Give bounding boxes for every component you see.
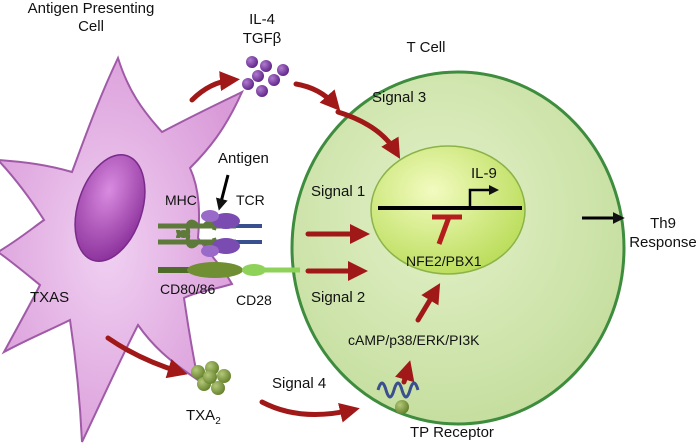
apc-to-cytokine-arrow: [189, 71, 240, 103]
txa2-label-sub: 2: [215, 416, 221, 427]
txas-label: TXAS: [30, 289, 69, 306]
tp-receptor-icon: [376, 381, 420, 414]
il9-gene: [378, 185, 522, 210]
txa2-label: TXA2: [186, 407, 221, 427]
apc-nucleus: [74, 154, 146, 262]
pathway-label: cAMP/p38/ERK/PI3K: [348, 332, 480, 348]
tcell-label: T Cell: [407, 39, 446, 56]
cytokine-label-line1: IL-4: [249, 11, 275, 28]
antigen-pointer-arrow: [215, 174, 230, 211]
pathway-to-nucleus-arrow: [415, 283, 441, 323]
apc-label-line2: Cell: [78, 18, 104, 35]
signal-arrows: [105, 71, 441, 423]
signal4-label: Signal 4: [272, 375, 326, 392]
signal4-arrow: [259, 399, 360, 423]
cd28-molecule: [242, 264, 300, 276]
tp-receptor-label: TP Receptor: [410, 424, 494, 441]
txas-to-txa2-arrow: [105, 335, 188, 379]
nfe2-pbx1-inhibition-icon: [432, 214, 462, 245]
apc-label-line1: Antigen Presenting: [28, 0, 155, 17]
cytokine-to-tcell-arrow: [293, 81, 341, 111]
txa2-label-main: TXA: [186, 407, 215, 424]
nfe2-pbx1-label: NFE2/PBX1: [406, 253, 482, 269]
il9-label: IL-9: [471, 165, 497, 182]
signal3-arrow: [335, 109, 401, 159]
signal2-label: Signal 2: [311, 289, 365, 306]
tcr-label: TCR: [236, 192, 265, 208]
tcr-molecule: [201, 210, 262, 257]
th9-label-line2: Response: [629, 234, 697, 251]
th9-label-line1: Th9: [650, 215, 676, 232]
antigen-label: Antigen: [218, 150, 269, 167]
cytokine-label-line2: TGFβ: [243, 30, 282, 47]
signal1-label: Signal 1: [311, 183, 365, 200]
cd28-label: CD28: [236, 292, 272, 308]
cd80-86-label: CD80/86: [160, 281, 215, 297]
cytokine-cluster: [242, 56, 289, 97]
receptor-to-pathway-arrow: [395, 360, 415, 385]
txa2-cluster: [191, 361, 231, 395]
mhc-label: MHC: [165, 192, 197, 208]
signal3-label: Signal 3: [372, 89, 426, 106]
cd80-86-molecule: [158, 262, 243, 278]
